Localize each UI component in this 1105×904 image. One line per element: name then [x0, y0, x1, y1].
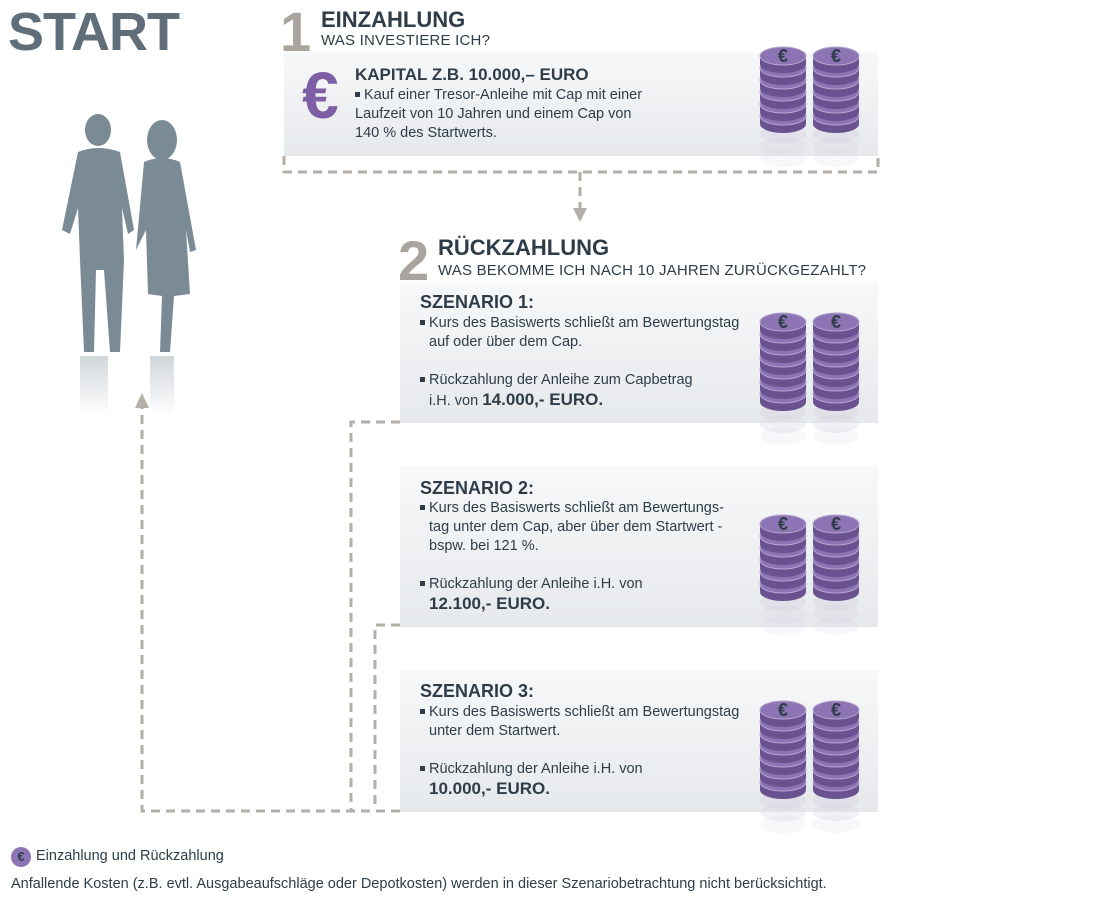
scenario1-stack-right-coin-face: [812, 312, 860, 332]
scenario2-b1-line3: bspw. bei 121 %.: [429, 538, 539, 554]
step1-title: EINZAHLUNG: [321, 7, 466, 32]
scenario1-b1-line2: auf oder über dem Cap.: [429, 334, 583, 350]
scenario2-b1-line2: tag unter dem Cap, aber über dem Startwe…: [429, 519, 723, 535]
scenario1-stack-right-reflection: [813, 427, 859, 445]
step1-stack-left-reflection: [760, 137, 806, 155]
scenario2-text: Kurs des Basiswerts schließt am Bewertun…: [420, 499, 755, 615]
coin-legend-icon: €: [11, 847, 31, 867]
start-label: START: [8, 2, 180, 62]
scenario1-title: SZENARIO 1:: [420, 292, 535, 312]
capital-title: KAPITAL Z.B. 10.000,– EURO: [355, 65, 589, 84]
scenario3-stack-left-coin-face: [759, 700, 807, 720]
scenario3-stack-left-euro-icon: €: [778, 700, 788, 720]
scenario3-stack-right-coin-face: [812, 700, 860, 720]
scenario1-stack-left-euro-icon: €: [778, 312, 788, 332]
legend-label: Einzahlung und Rückzahlung: [36, 848, 224, 864]
scenario3-amount: 10.000,- EURO.: [429, 779, 550, 798]
scenario1-stack-left-reflection: [760, 427, 806, 445]
couple-silhouette-icon: [62, 114, 196, 416]
step1-bracket-line: [282, 156, 880, 174]
step2-number: 2: [398, 229, 430, 292]
capital-description: Kauf einer Tresor-Anleihe mit Cap mit ei…: [355, 86, 735, 143]
scenario2-stack-left-euro-icon: €: [778, 514, 788, 534]
step1-stack-left-reflection: [760, 149, 806, 167]
scenario1-stack-left-reflection: [760, 415, 806, 433]
scenario2-stack-left-reflection: [760, 617, 806, 635]
scenario2-b1-line1: Kurs des Basiswerts schließt am Bewertun…: [429, 500, 724, 516]
scenario3-stack-right-reflection: [813, 815, 859, 833]
scenario2-title: SZENARIO 2:: [420, 478, 535, 498]
return-line-scenario2: [373, 623, 400, 810]
scenario3-text: Kurs des Basiswerts schließt am Bewertun…: [420, 703, 755, 800]
scenario2-stack-left-reflection: [760, 605, 806, 623]
capital-desc-line3: 140 % des Startwerts.: [355, 125, 497, 141]
step1-stack-right-reflection: [813, 149, 859, 167]
scenario2-b2-line1: Rückzahlung der Anleihe i.H. von: [429, 576, 643, 592]
footnote: Anfallende Kosten (z.B. evtl. Ausgabeauf…: [11, 876, 827, 892]
scenario1-text: Kurs des Basiswerts schließt am Bewertun…: [420, 314, 755, 411]
step2-title: RÜCKZAHLUNG: [438, 235, 610, 260]
scenario3-stack-left-reflection: [760, 815, 806, 833]
scenario3-stack-right-euro-icon: €: [831, 700, 841, 720]
scenario1-stack-left-coin-face: [759, 312, 807, 332]
scenario1-stack-right-euro-icon: €: [831, 312, 841, 332]
scenario3-b1-line2: unter dem Startwert.: [429, 723, 561, 739]
return-line-scenario3: [140, 406, 400, 813]
scenario2-stack-right-reflection: [813, 605, 859, 623]
scenario2-amount: 12.100,- EURO.: [429, 594, 550, 613]
capital-desc-line2: Laufzeit von 10 Jahren und einem Cap von: [355, 106, 632, 122]
step1-stack-right-euro-icon: €: [831, 46, 841, 66]
step1-stack-right-coin-face: [812, 46, 860, 66]
down-arrow-icon: [573, 208, 587, 222]
scenario3-stack-left-reflection: [760, 803, 806, 821]
scenario3-b2-line1: Rückzahlung der Anleihe i.H. von: [429, 761, 643, 777]
return-line-scenario1: [349, 420, 400, 810]
scenario1-stack-right-reflection: [813, 415, 859, 433]
scenario1-b2-line1: Rückzahlung der Anleihe zum Capbetrag: [429, 372, 693, 388]
scenario3-b1-line1: Kurs des Basiswerts schließt am Bewertun…: [429, 704, 740, 720]
scenario1-b2-prefix: i.H. von: [429, 393, 483, 409]
scenario2-stack-right-reflection: [813, 617, 859, 635]
step1-subtitle: WAS INVESTIERE ICH?: [321, 32, 491, 49]
step1-stack-left-coin-face: [759, 46, 807, 66]
step1-stack-right-reflection: [813, 137, 859, 155]
step2-subtitle: WAS BEKOMME ICH NACH 10 JAHREN ZURÜCKGEZ…: [438, 262, 867, 279]
step1-number: 1: [280, 0, 312, 63]
scenario2-stack-right-coin-face: [812, 514, 860, 534]
scenario3-stack-right-reflection: [813, 803, 859, 821]
step1-stack-left-euro-icon: €: [778, 46, 788, 66]
euro-icon: €: [302, 58, 339, 132]
scenario2-stack-right-euro-icon: €: [831, 514, 841, 534]
scenario1-amount: 14.000,- EURO.: [482, 390, 604, 409]
scenario1-b1-line1: Kurs des Basiswerts schließt am Bewertun…: [429, 315, 740, 331]
scenario3-title: SZENARIO 3:: [420, 681, 535, 701]
up-arrow-icon: [135, 393, 149, 408]
capital-desc-line1: Kauf einer Tresor-Anleihe mit Cap mit ei…: [364, 87, 643, 103]
scenario2-stack-left-coin-face: [759, 514, 807, 534]
